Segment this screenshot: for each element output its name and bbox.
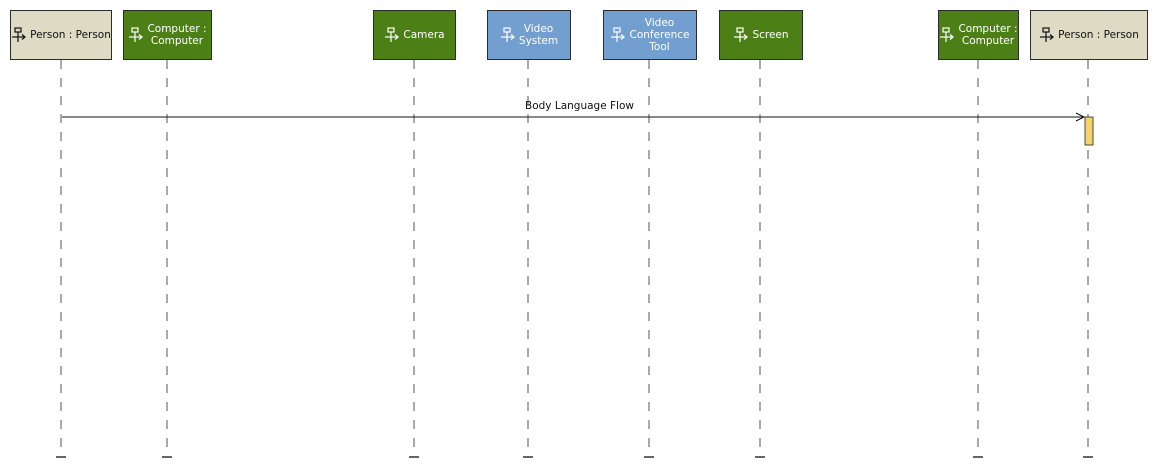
participant-label: Video Conference Tool — [629, 17, 690, 53]
participant-p8[interactable]: Person : Person — [1030, 10, 1148, 60]
participant-icon — [940, 27, 955, 42]
arrowhead-icon — [1075, 112, 1086, 122]
participant-p4[interactable]: Video System — [487, 10, 571, 60]
participant-p7[interactable]: Computer : Computer — [938, 10, 1019, 60]
participant-label: Person : Person — [1058, 29, 1139, 41]
participant-label: Computer : Computer — [958, 23, 1018, 47]
participant-label: Computer : Computer — [147, 23, 207, 47]
participant-p3[interactable]: Camera — [373, 10, 456, 60]
participant-p6[interactable]: Screen — [719, 10, 803, 60]
participant-icon — [1040, 27, 1055, 42]
activation-bar — [1084, 116, 1094, 146]
message-label[interactable]: Body Language Flow — [525, 100, 634, 112]
participant-icon — [734, 27, 749, 42]
participant-label: Video System — [518, 23, 559, 47]
participant-label: Screen — [752, 29, 789, 41]
participant-p2[interactable]: Computer : Computer — [123, 10, 212, 60]
participant-icon — [12, 27, 27, 42]
participant-icon — [611, 27, 626, 42]
participant-icon — [500, 27, 515, 42]
participant-icon — [385, 27, 400, 42]
participant-label: Camera — [403, 29, 445, 41]
participant-p5[interactable]: Video Conference Tool — [603, 10, 697, 60]
participant-label: Person : Person — [30, 29, 111, 41]
participant-p1[interactable]: Person : Person — [10, 10, 112, 60]
participant-icon — [129, 27, 144, 42]
